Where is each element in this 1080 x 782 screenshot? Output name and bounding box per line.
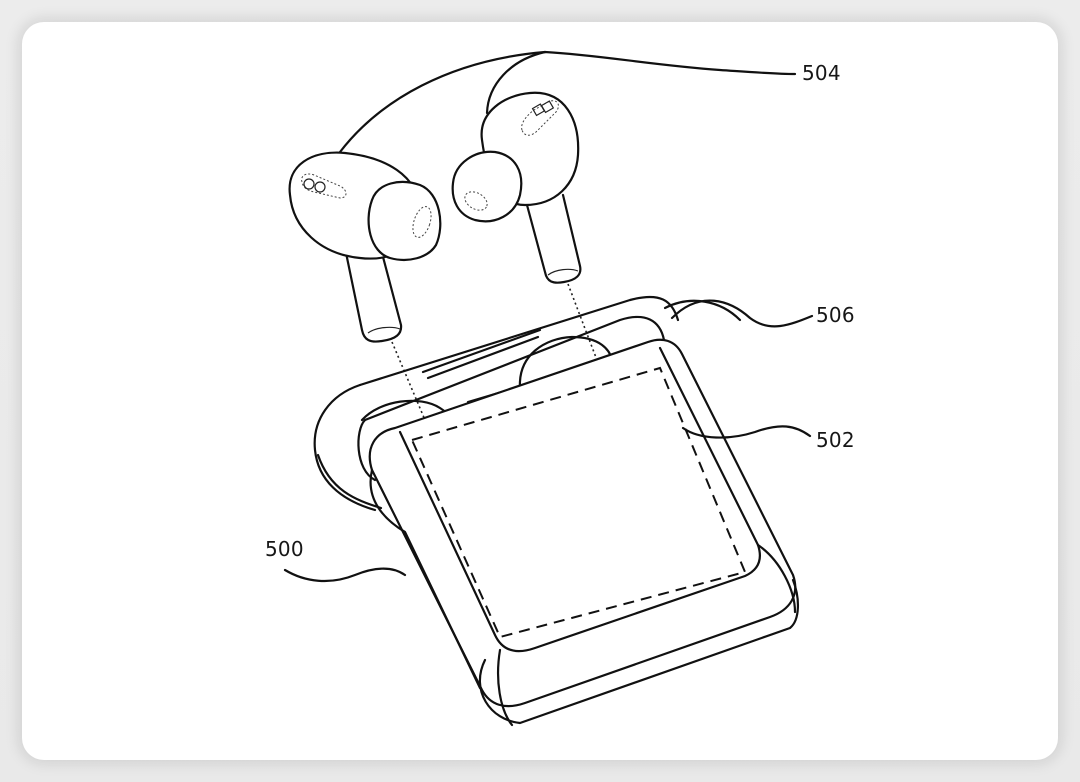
alignment-lines [391, 283, 601, 421]
right-earbud [451, 50, 582, 284]
figure-card: 504 506 502 500 [22, 22, 1058, 760]
label-500: 500 [265, 537, 304, 561]
leader-line-504 [338, 50, 797, 154]
leader-line-502 [681, 425, 812, 439]
leader-line-506 [670, 299, 814, 328]
label-506: 506 [816, 303, 855, 327]
display-region [410, 366, 747, 639]
left-sensor-icon [301, 173, 347, 199]
right-sensor-icon [521, 100, 559, 136]
label-504: 504 [802, 61, 841, 85]
patent-drawing [283, 50, 814, 727]
leader-line-500 [283, 567, 407, 583]
left-earbud [288, 151, 442, 343]
label-502: 502 [816, 428, 855, 452]
charging-case [316, 338, 799, 727]
